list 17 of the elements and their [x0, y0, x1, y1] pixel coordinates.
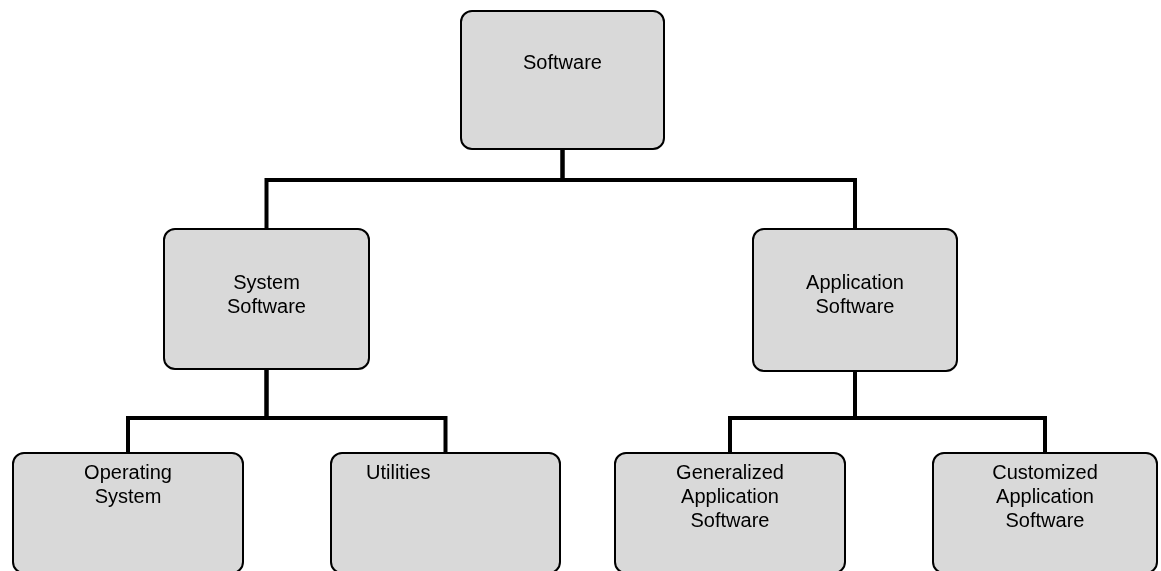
node-label: Software	[522, 50, 603, 74]
category-box	[330, 452, 561, 571]
node-label: System Software	[226, 270, 307, 318]
category-box	[12, 452, 244, 571]
node-label: Application Software	[805, 270, 905, 318]
connector-line	[264, 370, 448, 452]
category-box	[614, 452, 846, 571]
category-box	[163, 228, 370, 370]
node-label: Generalized Application Software	[675, 460, 785, 532]
category-box	[752, 228, 958, 372]
node-label: Operating System	[83, 460, 173, 508]
connector-line	[853, 372, 1047, 452]
node-label: Customized Application Software	[991, 460, 1099, 532]
node-label: Utilities	[366, 460, 432, 484]
category-box	[932, 452, 1158, 571]
connector-line	[560, 150, 857, 228]
category-box	[460, 10, 665, 150]
